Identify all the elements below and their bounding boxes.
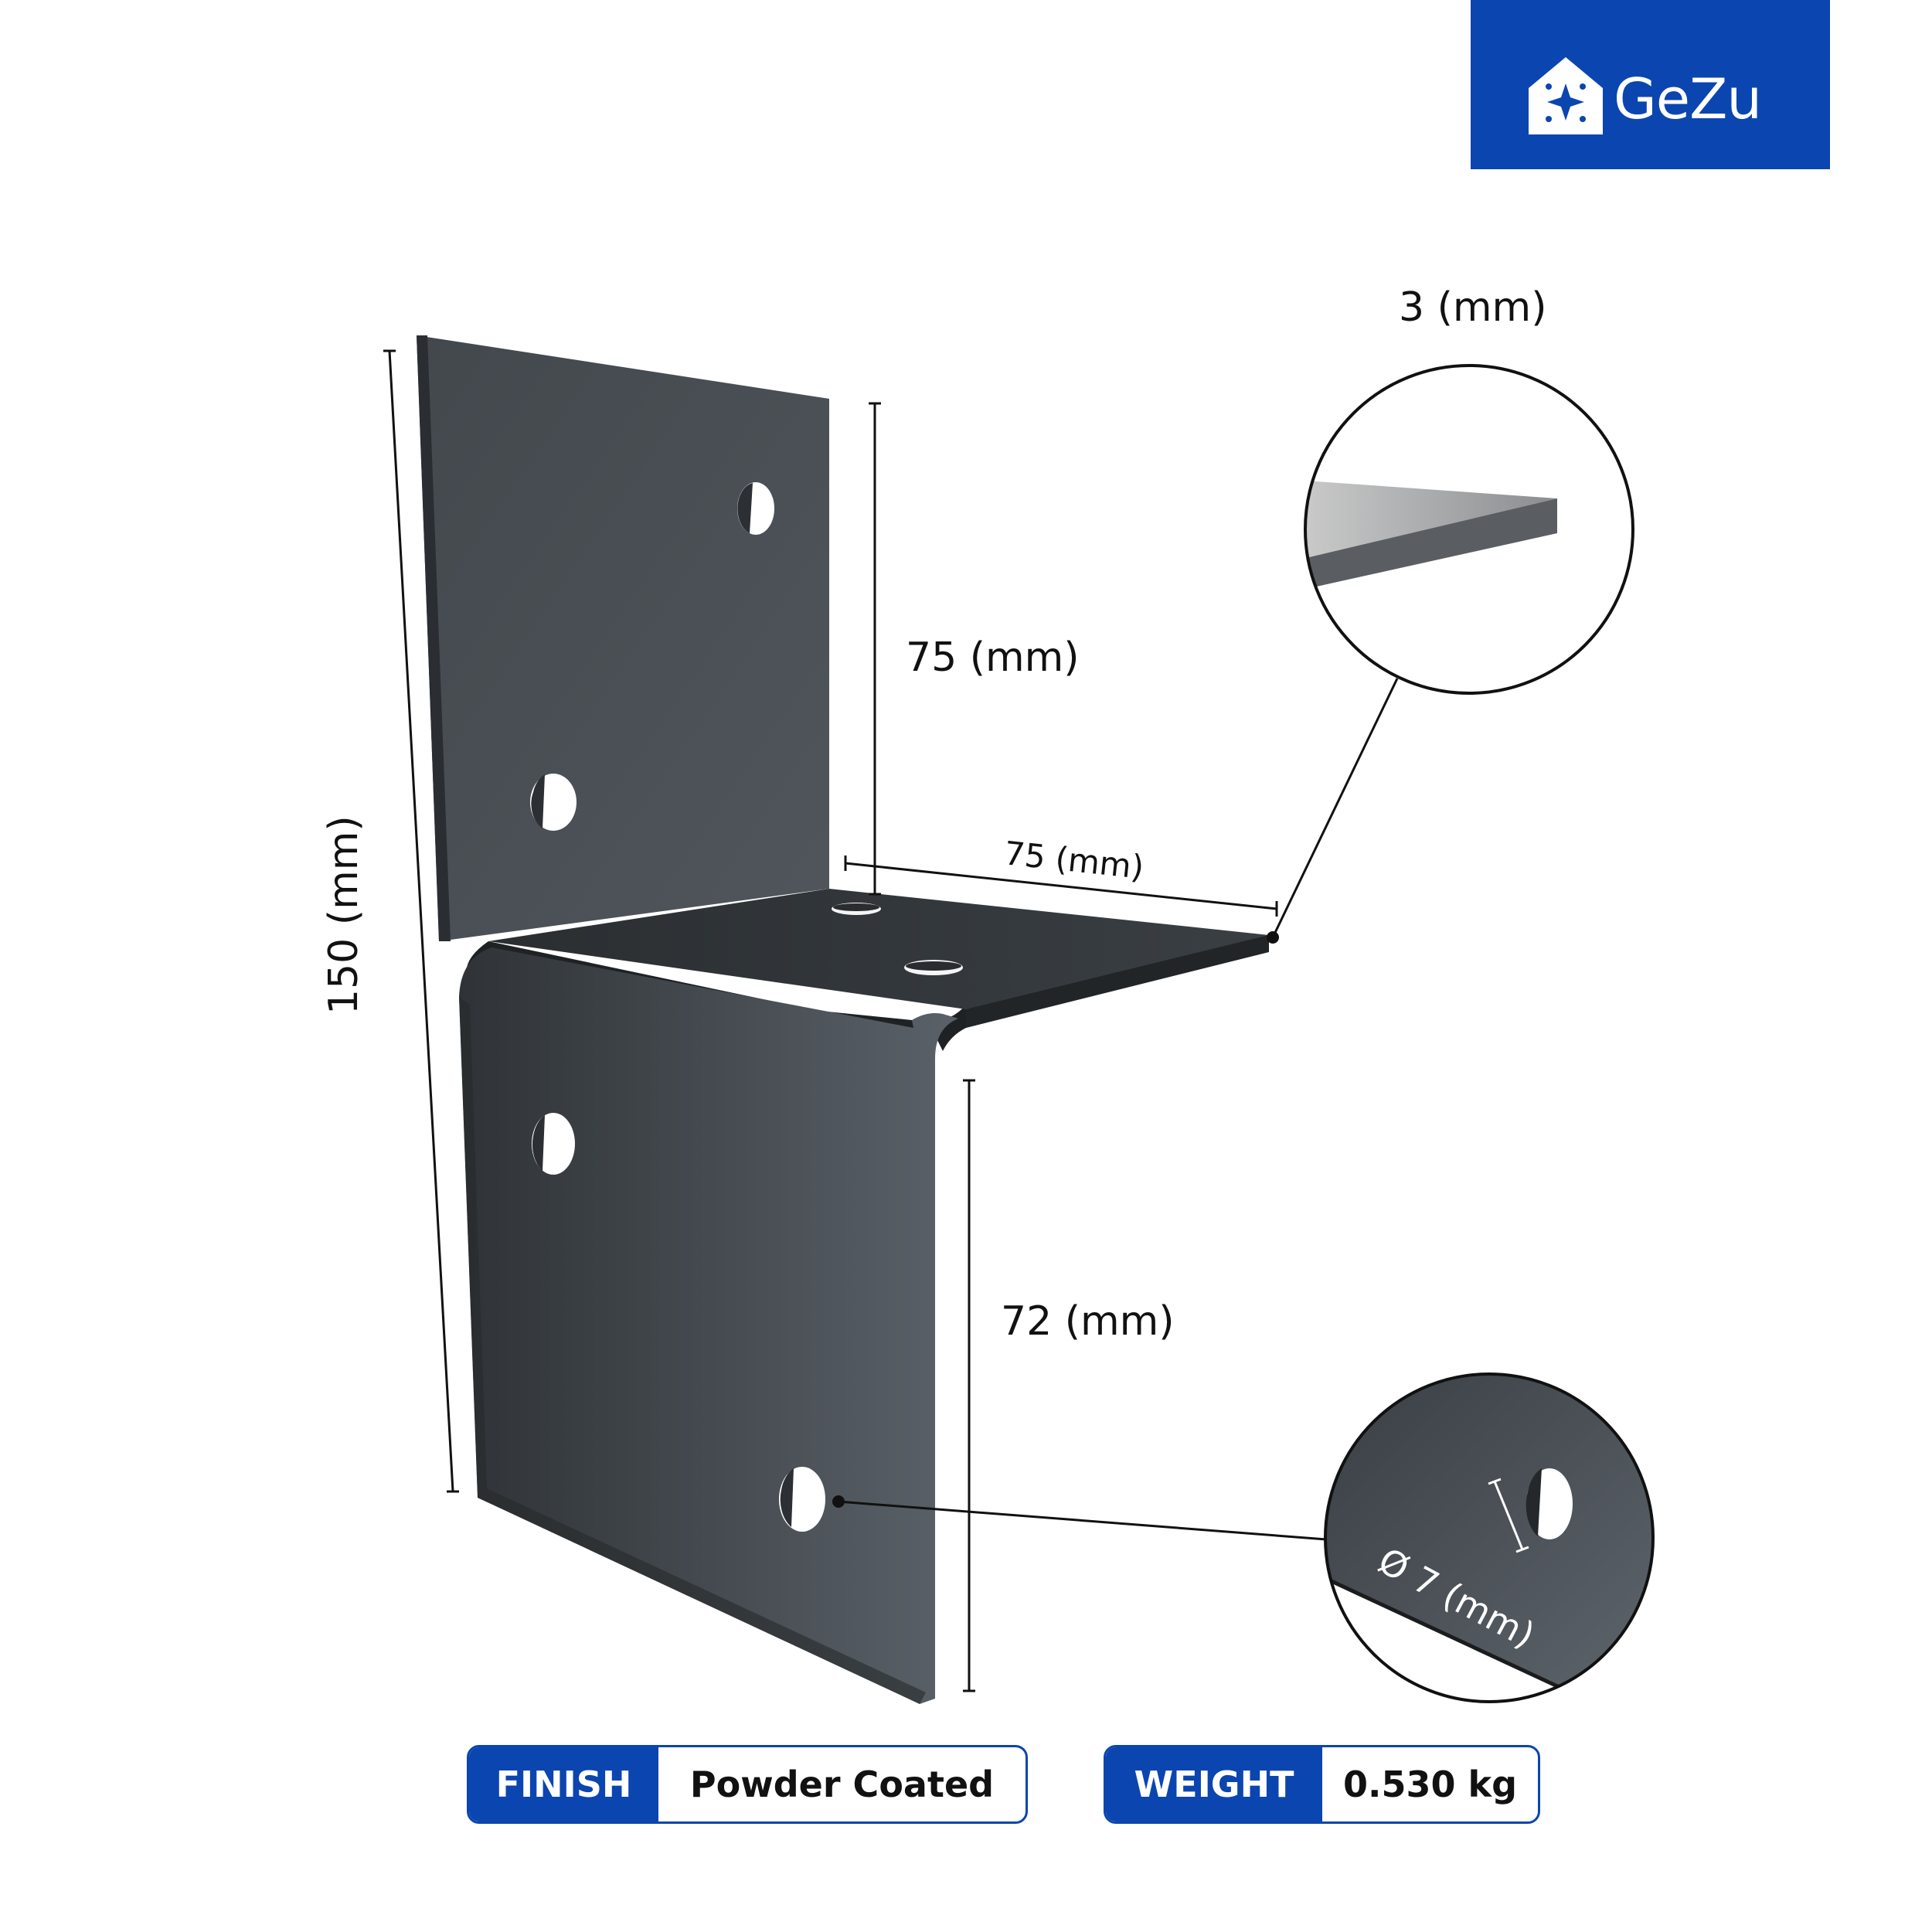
weight-value: 0.530 kg — [1342, 1764, 1518, 1805]
finish-value: Powder Coated — [689, 1764, 995, 1805]
dim-bottom-height-label: 72 (mm) — [1001, 1298, 1175, 1345]
weight-label: WEIGHT — [1106, 1747, 1322, 1821]
callout-dot-thickness — [1267, 931, 1279, 944]
dim-thickness-label: 3 (mm) — [1399, 284, 1547, 331]
brand-name: GeZu — [1614, 66, 1762, 131]
dim-total-height-label: 150 (mm) — [321, 815, 367, 1015]
zoom-thickness — [1304, 364, 1634, 695]
dimension-lines — [383, 349, 1399, 1692]
weight-spec: WEIGHT 0.530 kg — [1104, 1745, 1540, 1824]
zoom-hole: Ø 7 (mm) — [1324, 1372, 1655, 1703]
brand-logo — [1471, 0, 1830, 169]
dim-flange-depth-label: 75 (mm) — [1002, 834, 1146, 886]
house-star-icon — [1529, 57, 1603, 134]
horizontal-flange — [466, 889, 1269, 1051]
finish-spec: FINISH Powder Coated — [467, 1745, 1028, 1824]
finish-label: FINISH — [469, 1747, 658, 1821]
callout-dot-hole — [832, 1495, 845, 1508]
dim-top-height-label: 75 (mm) — [906, 634, 1080, 681]
bottom-plate — [459, 947, 958, 1704]
top-plate — [417, 335, 829, 941]
